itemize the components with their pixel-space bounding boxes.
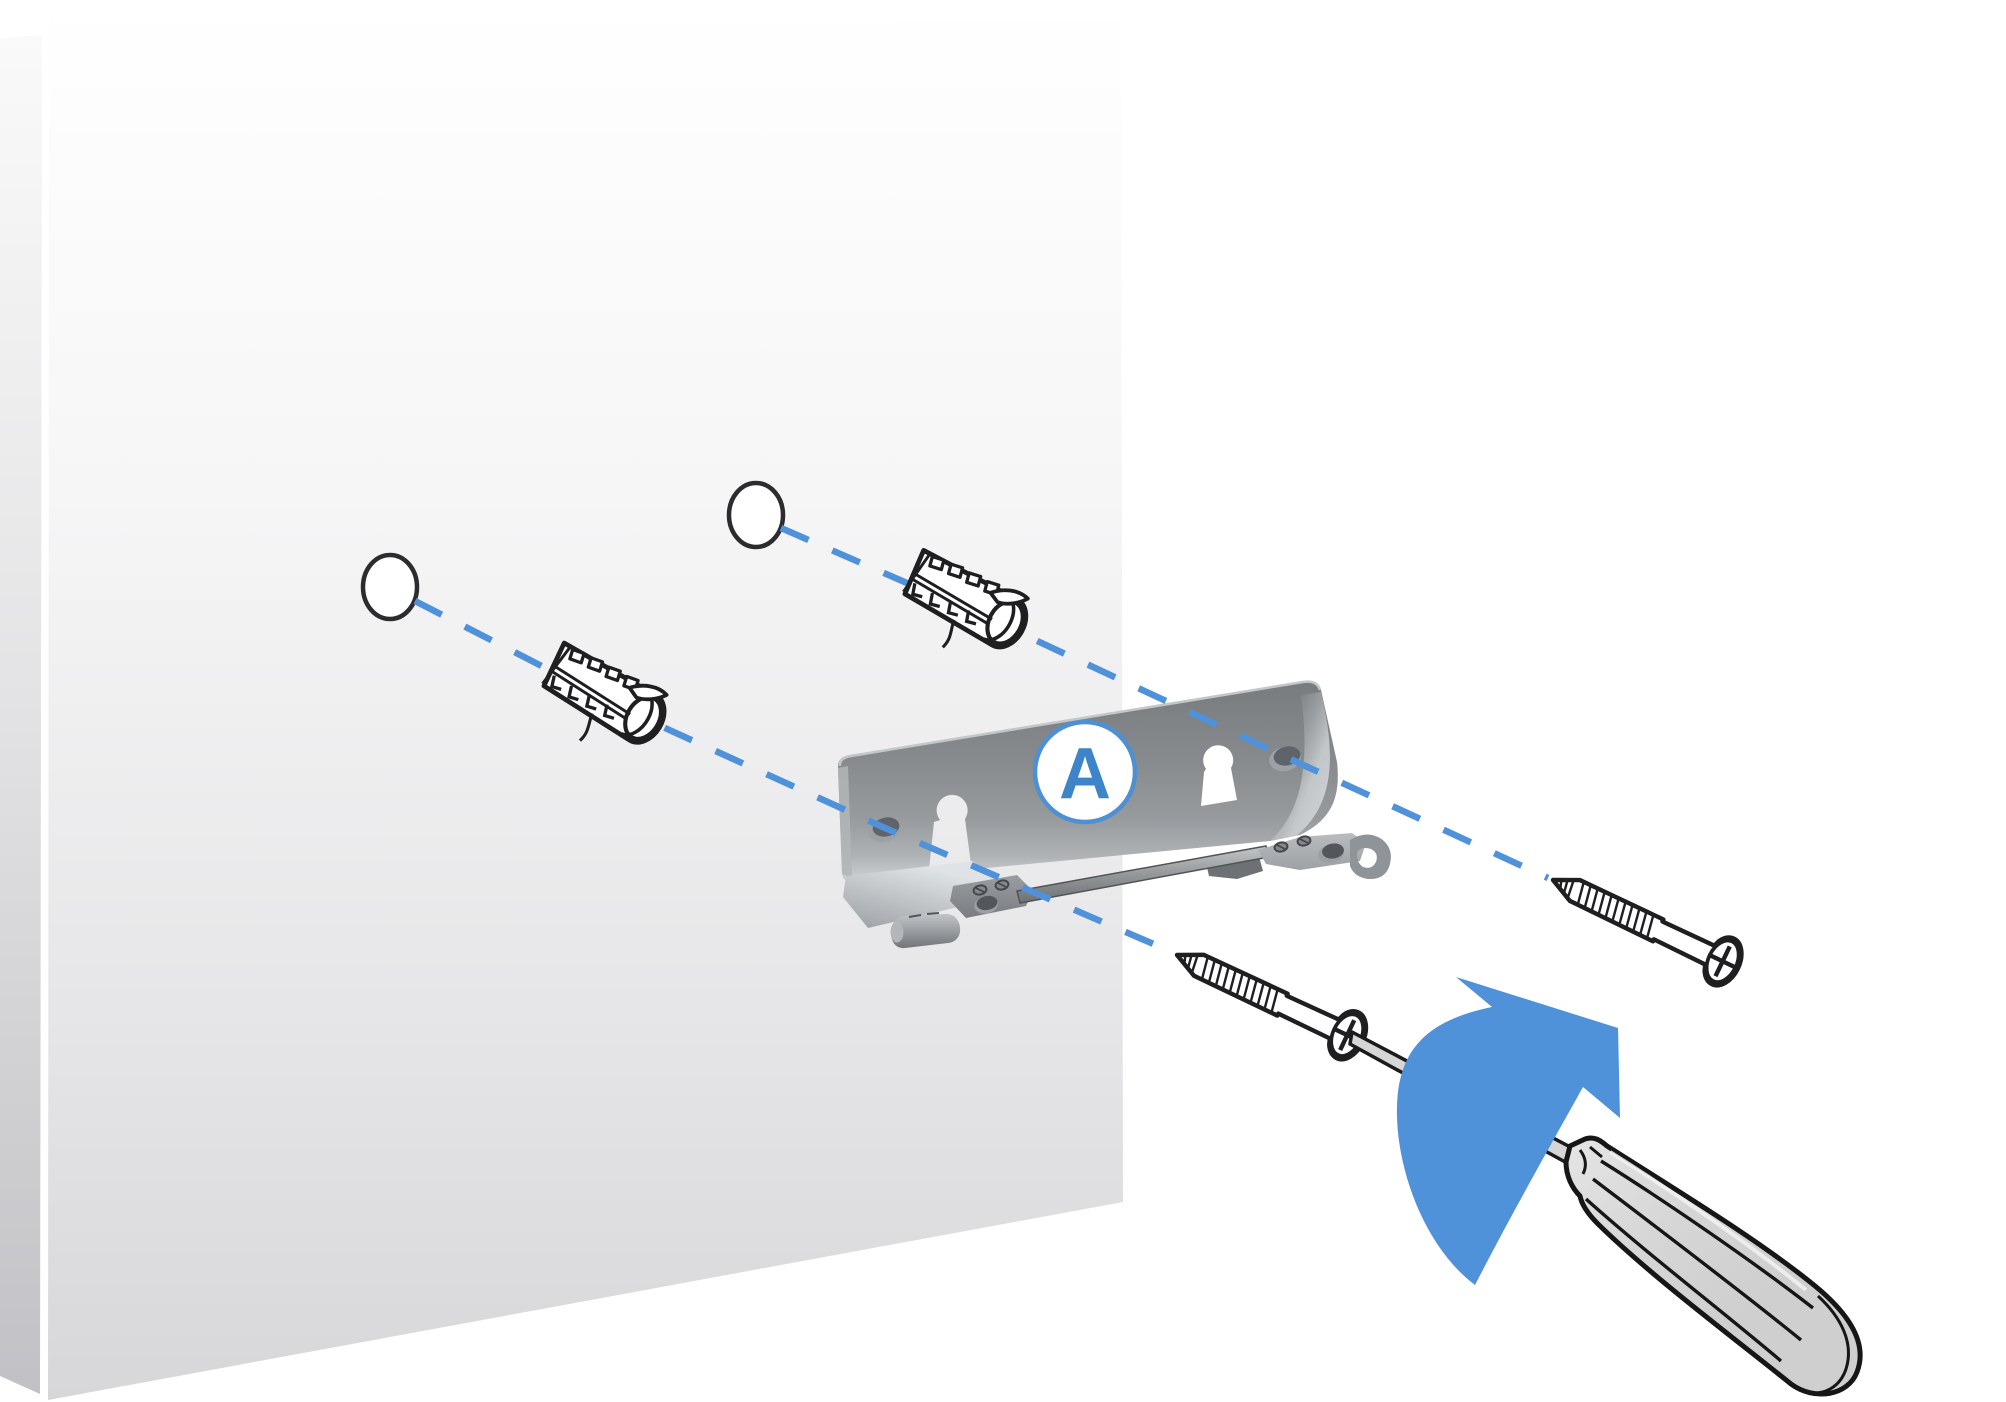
bracket-foot-right [1258, 833, 1366, 870]
screwdriver-handle-grooves [1584, 1159, 1815, 1363]
callout-a-label: A [1059, 734, 1111, 814]
alignment-line-right [779, 525, 1550, 881]
rotation-arrow [1396, 977, 1620, 1285]
bracket-top-edge-highlight [838, 680, 1322, 767]
screwdriver-ferrule-line [1578, 1145, 1603, 1175]
drill-hole-left [360, 552, 420, 622]
alignment-line-left [413, 598, 1174, 955]
screwdriver-handle [1563, 1135, 1863, 1397]
screw-left [1166, 932, 1373, 1065]
callout-a-badge: A [1032, 719, 1138, 825]
screwdriver-handle-highlight [1608, 1150, 1808, 1292]
bracket-bottom-lip [843, 861, 1008, 928]
bracket-left-fold [838, 766, 852, 878]
wall-edge [0, 35, 42, 1394]
screwdriver [1563, 1135, 1863, 1397]
bracket-clip-left [890, 912, 961, 949]
screw-right [1542, 857, 1749, 991]
bracket-right-curl-highlight [1270, 692, 1330, 841]
screwdriver-cap-line [1805, 1294, 1850, 1395]
drill-hole-right [726, 480, 786, 550]
bracket-foot-left [950, 875, 1033, 918]
bracket-clip-right [1350, 834, 1391, 880]
